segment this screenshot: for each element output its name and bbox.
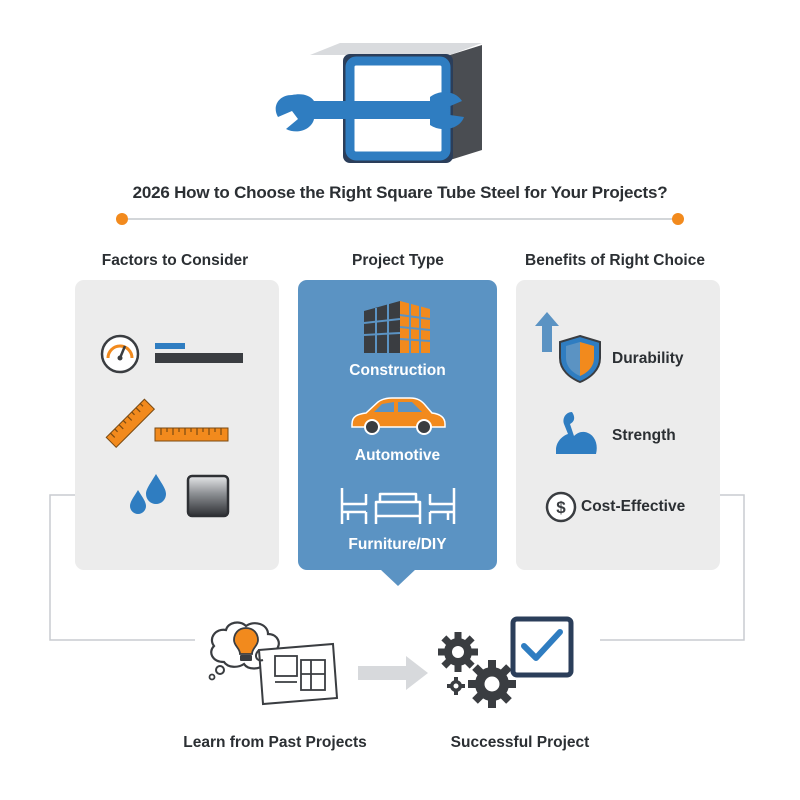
tube-top-face [310, 43, 482, 55]
arrow-up-icon [535, 312, 559, 352]
flow-arrow-right-icon [358, 656, 428, 690]
dollar-coin-icon: $ [545, 491, 577, 523]
tube-side-face [310, 45, 482, 160]
square-tube-wrench-logo [275, 43, 482, 163]
factors-heading: Factors to Consider [101, 252, 249, 269]
orange-dot-right [672, 213, 684, 225]
learn-from-past-projects-label: Learn from Past Projects [183, 734, 367, 751]
project-type-construction: Construction [349, 362, 446, 379]
building-icon [363, 301, 431, 353]
benefit-strength: Strength [612, 427, 676, 444]
checkbox-checked-icon [510, 616, 574, 678]
measuring-tape-icon [154, 427, 229, 442]
wrench-icon [275, 92, 464, 132]
blueprint-icon [255, 642, 339, 706]
project-type-furniture-diy: Furniture/DIY [348, 536, 447, 553]
project-type-heading: Project Type [352, 252, 444, 269]
panel-pointer-arrow [380, 569, 416, 586]
ruler-icon [105, 398, 156, 449]
benefit-cost-effective: Cost-Effective [581, 498, 686, 515]
page-title: 2026 How to Choose the Right Square Tube… [132, 183, 668, 202]
svg-text:$: $ [556, 498, 566, 517]
weight-bar-icon [155, 343, 243, 363]
lightbulb-icon [233, 627, 259, 661]
project-type-automotive: Automotive [354, 447, 441, 464]
flexed-arm-icon [556, 412, 597, 454]
shield-icon [559, 334, 601, 384]
car-icon [351, 397, 446, 435]
factors-panel [75, 280, 279, 570]
orange-dot-left [116, 213, 128, 225]
surface-finish-icon [186, 474, 230, 518]
successful-project-label: Successful Project [450, 734, 590, 751]
gears-icon [438, 632, 516, 708]
water-drops-icon [130, 474, 166, 514]
benefit-durability: Durability [612, 350, 684, 367]
title-divider [116, 213, 684, 225]
benefits-heading: Benefits of Right Choice [525, 252, 705, 269]
gauge-icon [100, 334, 140, 374]
furniture-icon [340, 488, 456, 524]
